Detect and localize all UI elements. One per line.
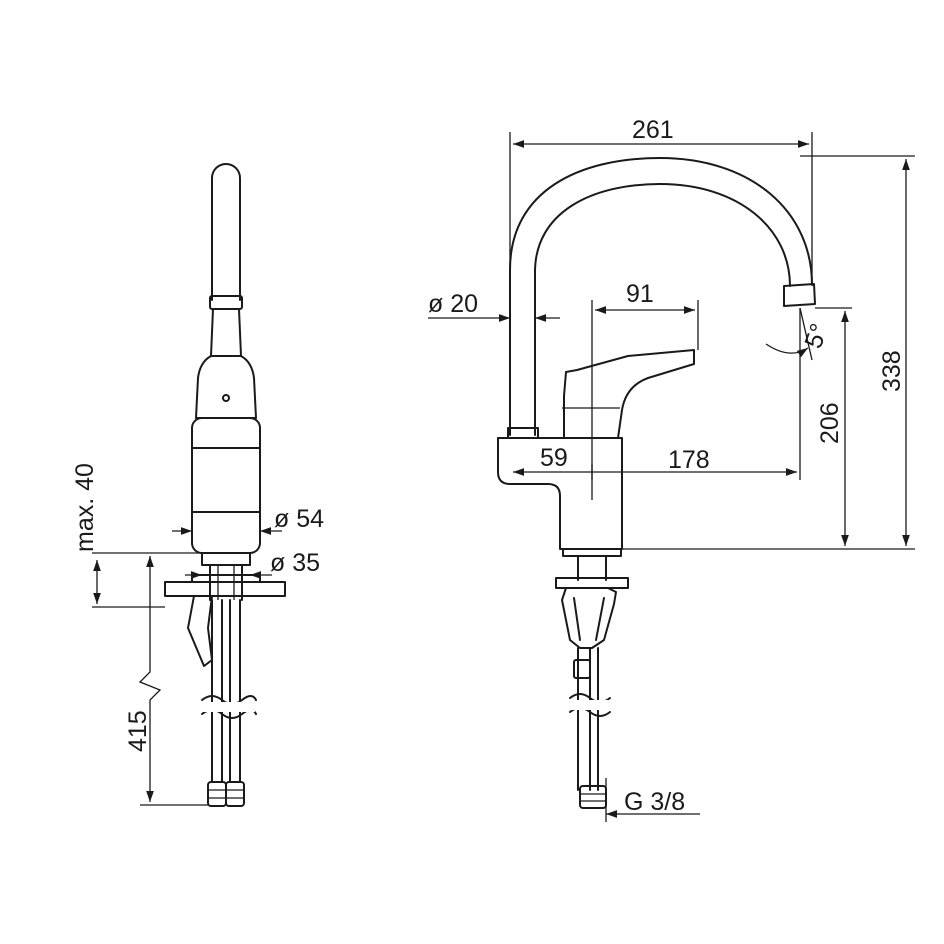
side-lever — [563, 349, 695, 439]
front-fitting-right — [225, 781, 245, 807]
side-dimensions: 261 91 ø 20 5° 338 206 59 178 G 3/8 — [428, 116, 915, 822]
dim-arc-5deg — [765, 343, 809, 358]
front-lever-dot — [222, 394, 230, 402]
side-body — [497, 437, 623, 550]
front-lever-head — [195, 355, 257, 419]
label-59: 59 — [540, 444, 568, 472]
label-dia-35: ø 35 — [270, 549, 320, 577]
side-hose — [577, 647, 599, 791]
label-dia-54: ø 54 — [274, 505, 324, 533]
label-max-40: max. 40 — [71, 463, 99, 552]
side-spout-outer — [509, 157, 813, 436]
side-base — [562, 548, 622, 557]
side-spout-tip — [783, 283, 816, 307]
front-neck — [210, 308, 242, 357]
front-spout-ring — [209, 295, 243, 310]
front-hose-right — [229, 599, 241, 783]
front-clamp — [187, 595, 213, 667]
side-clamp — [561, 587, 617, 649]
side-fitting — [579, 785, 607, 809]
dim-line-415 — [138, 556, 162, 802]
front-spout-tube — [211, 163, 241, 301]
label-g-3-8: G 3/8 — [624, 788, 685, 816]
front-mounting-plate — [164, 581, 286, 597]
side-view — [497, 157, 816, 809]
front-view — [164, 163, 286, 807]
label-206: 206 — [816, 402, 844, 444]
front-dimensions: ø 54 ø 35 max. 40 415 — [71, 463, 324, 806]
front-body — [191, 417, 261, 554]
side-spout-inner — [534, 183, 791, 436]
label-261: 261 — [632, 116, 674, 144]
front-fitting-left — [207, 781, 227, 807]
side-shank — [577, 555, 607, 581]
side-mounting-plate — [555, 577, 629, 589]
label-178: 178 — [668, 446, 710, 474]
front-base-collar — [201, 552, 251, 566]
front-hose-left — [211, 599, 223, 783]
label-91: 91 — [626, 280, 654, 308]
label-415: 415 — [124, 710, 152, 752]
label-338: 338 — [878, 350, 906, 392]
label-dia-20: ø 20 — [428, 290, 478, 318]
